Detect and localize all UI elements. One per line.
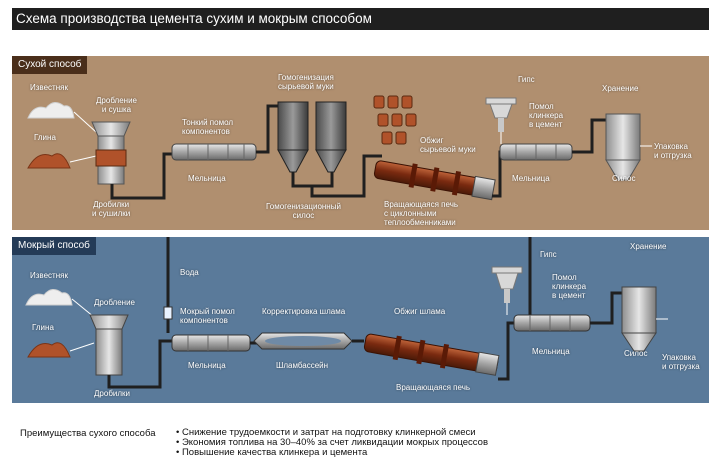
crusher-dryer [91,121,131,185]
dry-firing-label: Обжиг сырьевой муки [420,136,476,154]
diagram-title: Схема производства цемента сухим и мокры… [12,8,709,30]
dry-crusher-label: Дробилки и сушилки [92,200,131,218]
wet-water-label: Вода [180,268,199,277]
dry-kiln-label: Вращающаяся печь с циклонными теплообмен… [384,200,459,227]
wet-mill-label: Мельница [188,361,226,370]
limestone-pile [27,102,75,119]
dry-process-panel: Сухой способ Известняк Глина Дробление и… [12,56,709,230]
wet-slurry-correction-label: Корректировка шлама [262,307,346,316]
wet-grinding-label: Мокрый помол компонентов [180,307,235,325]
gypsum-hopper [491,266,523,303]
wet-clinker-grinding-label: Помол клинкера в цемент [552,273,587,300]
cement-mill [499,143,573,161]
wet-clay-label: Глина [32,323,54,332]
raw-mill [171,143,257,161]
dry-silo-label: Силос [612,174,636,183]
dry-mill-label: Мельница [188,174,226,183]
advantage-item: • Экономия топлива на 30–40% за счет лик… [176,437,488,448]
cyclone-heat-exchangers [373,95,417,145]
wet-crusher-label: Дробилки [94,389,131,398]
wet-process-drawing [25,237,668,389]
wet-gypsum-label: Гипс [540,250,557,259]
dry-limestone-label: Известняк [30,83,68,92]
slurry-basin [253,332,353,350]
wet-packing-label: Упаковка и отгрузка [662,353,700,371]
wet-crushing-label: Дробление [94,298,135,307]
gypsum-hopper [485,97,517,132]
cement-silo [621,286,657,352]
wet-limestone-label: Известняк [30,271,68,280]
rotary-kiln [373,160,496,201]
clay-pile [27,153,71,169]
dry-clinker-grinding-label: Помол клинкера в цемент [529,102,564,129]
cement-mill [513,314,591,332]
wet-process-tag: Мокрый способ [12,237,96,255]
cement-silo [605,113,641,181]
clay-pile [27,342,71,358]
advantages-list: • Снижение трудоемкости и затрат на подг… [176,428,488,458]
dry-crushing-label: Дробление и сушка [96,96,137,114]
advantages-title: Преимущества сухого способа [20,428,156,439]
wet-mill2-label: Мельница [532,347,570,356]
wet-mill [171,334,251,352]
dry-clay-label: Глина [34,133,56,142]
crusher [89,314,129,376]
wet-kiln-label: Вращающаяся печь [396,383,471,392]
dry-homo-silo-label: Гомогенизационный силос [266,202,341,220]
wet-storage-label: Хранение [630,242,667,251]
advantage-item: • Повышение качества клинкера и цемента [176,447,368,458]
dry-process-tag: Сухой способ [12,56,88,74]
homogenization-silos [277,101,347,173]
dry-homogenization-label: Гомогенизация сырьевой муки [278,73,334,91]
wet-slurry-basin-label: Шламбассейн [276,361,329,370]
wet-silo-label: Силос [624,349,648,358]
dry-gypsum-label: Гипс [518,75,535,84]
dry-packing-label: Упаковка и отгрузка [654,142,692,160]
wet-process-panel: Мокрый способ Известняк Глина Вода Дробл… [12,237,709,403]
advantage-item: • Снижение трудоемкости и затрат на подг… [176,427,476,438]
dry-process-drawing [27,95,652,201]
limestone-pile [25,289,73,306]
dry-mill2-label: Мельница [512,174,550,183]
wet-slurry-firing-label: Обжиг шлама [394,307,446,316]
dry-fine-grinding-label: Тонкий помол компонентов [182,118,234,136]
rotary-kiln [363,333,500,376]
dry-storage-label: Хранение [602,84,639,93]
